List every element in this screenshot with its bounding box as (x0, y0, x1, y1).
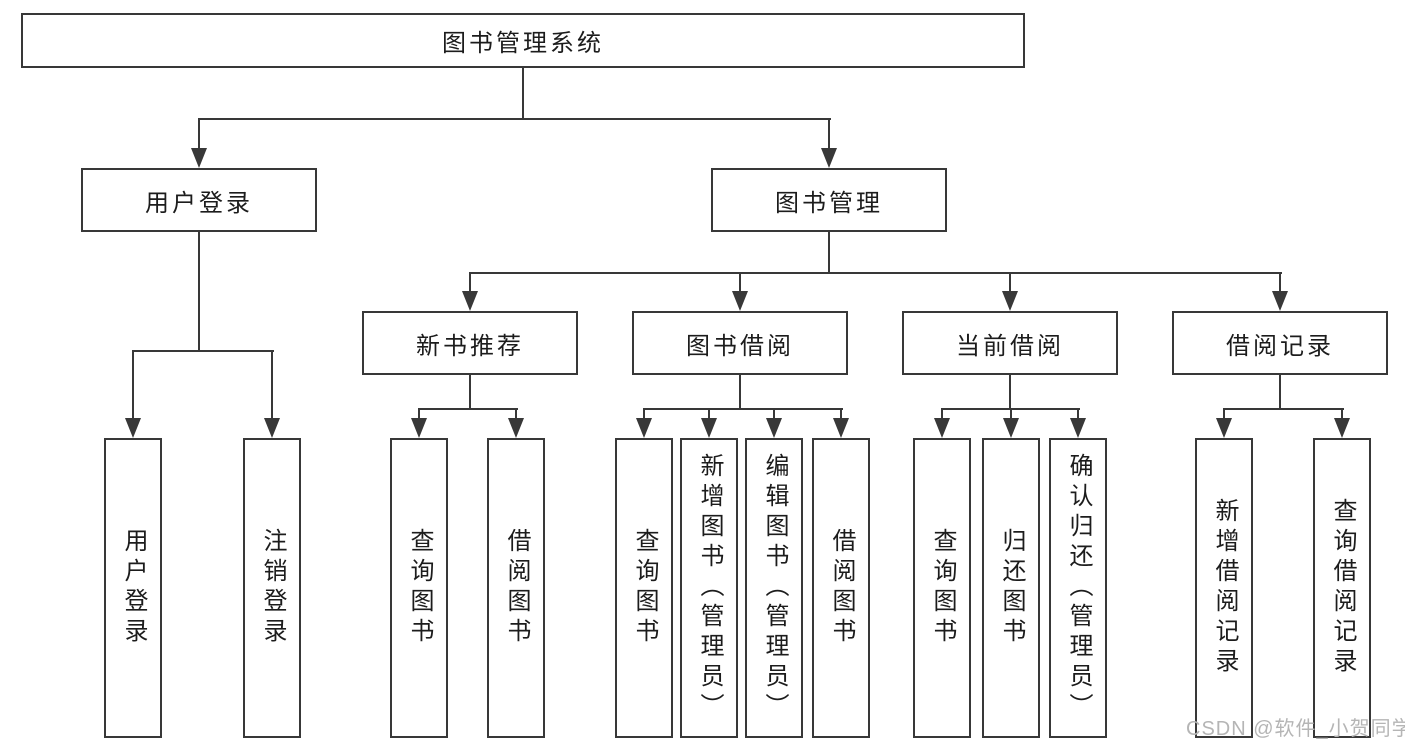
leaf-user-login: 用户登录 (104, 438, 162, 738)
leaf-return-books-label: 归还图书 (998, 528, 1025, 648)
arrow-down-icon (833, 418, 849, 438)
arrow-down-icon (766, 418, 782, 438)
connector-line (828, 118, 830, 152)
leaf-add-borrow-record-label: 新增借阅记录 (1211, 498, 1238, 678)
connector-line (1223, 408, 1225, 422)
arrow-down-icon (462, 291, 478, 311)
leaf-query-borrow-record: 查询借阅记录 (1313, 438, 1371, 738)
leaf-logout: 注销登录 (243, 438, 301, 738)
leaf-borrow-books-borrowing: 借阅图书 (812, 438, 870, 738)
arrow-down-icon (1216, 418, 1232, 438)
arrow-down-icon (191, 148, 207, 168)
connector-line (1010, 408, 1012, 422)
leaf-query-borrow-record-label: 查询借阅记录 (1329, 498, 1356, 678)
leaf-borrow-books-recommend-label: 借阅图书 (503, 528, 530, 648)
node-user-login: 用户登录 (81, 168, 317, 232)
leaf-confirm-return-admin: 确认归还（管理员） (1049, 438, 1107, 738)
connector-line (941, 408, 943, 422)
node-book-management-label: 图书管理 (775, 189, 883, 217)
connector-line (1223, 408, 1344, 410)
connector-line (469, 272, 471, 294)
connector-line (469, 375, 471, 410)
leaf-edit-books-admin: 编辑图书（管理员） (745, 438, 803, 738)
connector-line (1279, 272, 1281, 294)
leaf-return-books: 归还图书 (982, 438, 1040, 738)
connector-line (1077, 408, 1079, 422)
connector-line (643, 408, 645, 422)
leaf-query-books-borrowing-label: 查询图书 (631, 528, 658, 648)
leaf-edit-books-admin-label: 编辑图书（管理员） (761, 453, 788, 723)
connector-line (1341, 408, 1343, 422)
node-user-login-label: 用户登录 (145, 189, 253, 217)
connector-line (198, 118, 200, 152)
connector-line (708, 408, 710, 422)
leaf-add-borrow-record: 新增借阅记录 (1195, 438, 1253, 738)
leaf-add-books-admin-label: 新增图书（管理员） (696, 453, 723, 723)
leaf-confirm-return-admin-label: 确认归还（管理员） (1065, 453, 1092, 723)
arrow-down-icon (732, 291, 748, 311)
leaf-query-books-recommend-label: 查询图书 (406, 528, 433, 648)
connector-line (840, 408, 842, 422)
arrow-down-icon (1070, 418, 1086, 438)
connector-line (739, 375, 741, 410)
node-book-management: 图书管理 (711, 168, 947, 232)
arrow-down-icon (701, 418, 717, 438)
connector-line (132, 350, 274, 352)
leaf-user-login-label: 用户登录 (120, 528, 147, 648)
arrow-down-icon (411, 418, 427, 438)
arrow-down-icon (264, 418, 280, 438)
connector-line (515, 408, 517, 422)
node-root-label: 图书管理系统 (442, 30, 604, 57)
arrow-down-icon (1002, 291, 1018, 311)
arrow-down-icon (1272, 291, 1288, 311)
connector-line (828, 232, 830, 274)
connector-line (198, 232, 200, 352)
leaf-query-books-recommend: 查询图书 (390, 438, 448, 738)
arrow-down-icon (125, 418, 141, 438)
leaf-query-books-current: 查询图书 (913, 438, 971, 738)
connector-line (132, 350, 134, 420)
arrow-down-icon (636, 418, 652, 438)
csdn-watermark: CSDN @软件_小贺同学 (1186, 718, 1405, 740)
connector-line (271, 350, 273, 420)
arrow-down-icon (1334, 418, 1350, 438)
leaf-add-books-admin: 新增图书（管理员） (680, 438, 738, 738)
node-borrowing-records-label: 借阅记录 (1226, 332, 1334, 360)
leaf-borrow-books-borrowing-label: 借阅图书 (828, 528, 855, 648)
arrow-down-icon (821, 148, 837, 168)
node-root: 图书管理系统 (21, 13, 1025, 68)
connector-line (198, 118, 831, 120)
connector-line (1279, 375, 1281, 410)
node-borrowing-records: 借阅记录 (1172, 311, 1388, 375)
connector-line (773, 408, 775, 422)
node-new-book-recommend-label: 新书推荐 (416, 332, 524, 360)
connector-line (469, 272, 1282, 274)
connector-line (418, 408, 420, 422)
leaf-query-books-borrowing: 查询图书 (615, 438, 673, 738)
node-book-borrowing-label: 图书借阅 (686, 332, 794, 360)
node-current-borrowing-label: 当前借阅 (956, 332, 1064, 360)
arrow-down-icon (508, 418, 524, 438)
arrow-down-icon (1003, 418, 1019, 438)
leaf-borrow-books-recommend: 借阅图书 (487, 438, 545, 738)
node-book-borrowing: 图书借阅 (632, 311, 848, 375)
connector-line (643, 408, 843, 410)
leaf-logout-label: 注销登录 (259, 528, 286, 648)
connector-line (1009, 272, 1011, 294)
node-current-borrowing: 当前借阅 (902, 311, 1118, 375)
connector-line (739, 272, 741, 294)
connector-line (418, 408, 518, 410)
connector-line (522, 68, 524, 120)
node-new-book-recommend: 新书推荐 (362, 311, 578, 375)
leaf-query-books-current-label: 查询图书 (929, 528, 956, 648)
connector-line (1009, 375, 1011, 410)
arrow-down-icon (934, 418, 950, 438)
